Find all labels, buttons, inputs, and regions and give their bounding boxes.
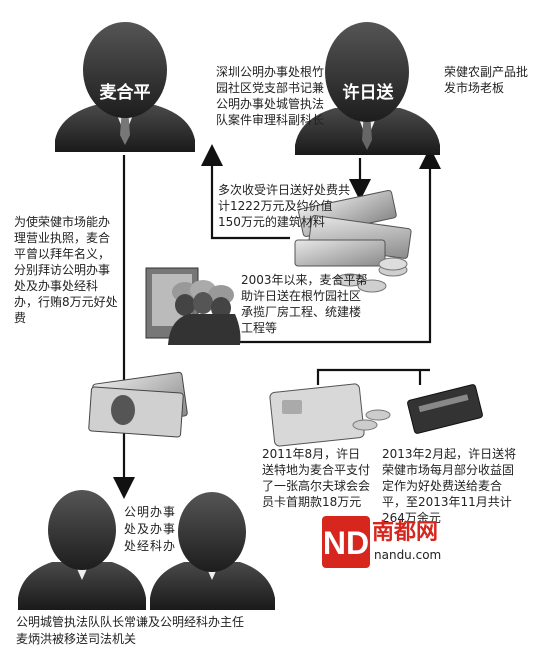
logo-url: nandu.com bbox=[374, 548, 442, 562]
golf-card-note: 2011年8月，许日送特地为麦合平支付了一张高尔夫球会会员卡首期款18万元 bbox=[262, 447, 371, 509]
official-silhouette-1 bbox=[18, 490, 146, 610]
business-license-note: 为使荣健市场能办理营业执照，麦合平曾以拜年名义，分别拜访公明办事处及办事处经科办… bbox=[14, 215, 118, 325]
golf-card-icon bbox=[269, 383, 391, 447]
official-silhouette-2 bbox=[150, 492, 275, 610]
xu-name: 许日送 bbox=[343, 82, 395, 103]
dollar-bills-icon bbox=[88, 371, 188, 438]
money-pile-icon bbox=[294, 189, 412, 293]
outcome-note: 公明城管执法队队长常谦及公明经科办主任麦炳洪被移送司法机关 bbox=[16, 615, 245, 646]
monthly-revenue-note: 2013年2月起，许日送将荣健市场每月部分收益固定作为好处费送给麦合平，至201… bbox=[382, 447, 517, 525]
bribe-total-note: 多次收受许日送好处费共计1222万元及约价值150万元的建筑材料 bbox=[218, 183, 351, 229]
xu-description: 荣健农副产品批发市场老板 bbox=[444, 65, 529, 95]
project-help-note: 2003年以来，麦合平帮助许日送在根竹园社区承揽厂房工程、统建楼工程等 bbox=[241, 273, 368, 335]
office-label: 公明办事处及办事处经科办 bbox=[124, 505, 177, 553]
mai-name: 麦合平 bbox=[100, 82, 151, 103]
logo-text: 南都网 bbox=[372, 520, 439, 545]
mai-silhouette bbox=[55, 22, 195, 152]
construction-workers-icon bbox=[145, 267, 241, 345]
nd-logo: ND bbox=[322, 516, 370, 568]
logo-mark: ND bbox=[323, 525, 369, 561]
monthly-income-icon bbox=[407, 384, 483, 434]
mai-description: 深圳公明办事处根竹园社区党支部书记兼公明办事处城管执法队案件审理科副科长 bbox=[216, 65, 325, 127]
xu-silhouette bbox=[295, 22, 440, 155]
